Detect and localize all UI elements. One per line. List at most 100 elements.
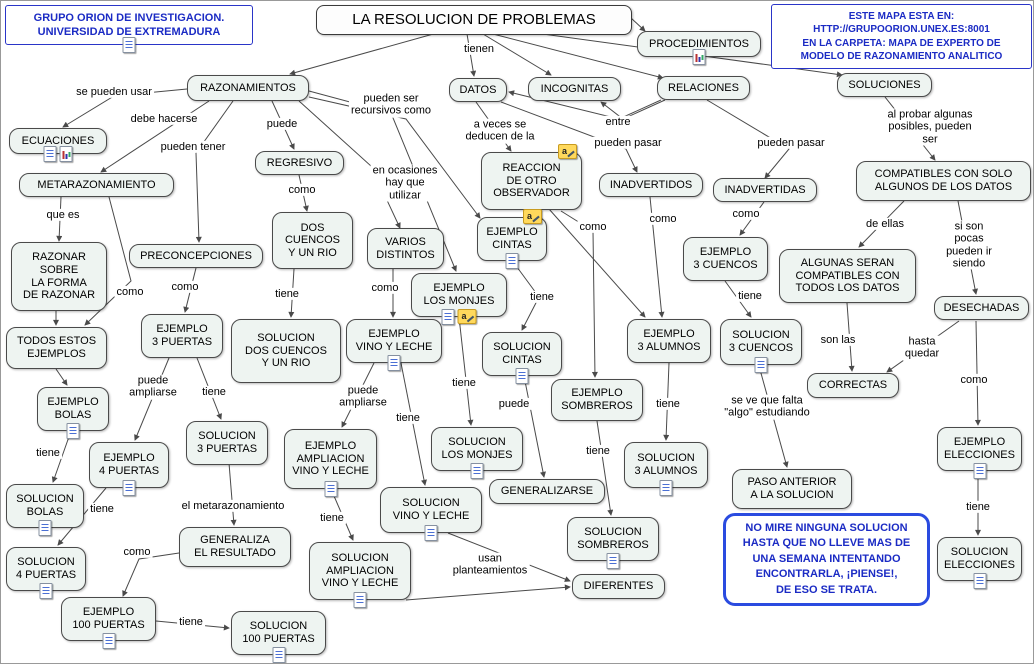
document-resource-icon[interactable] (754, 357, 768, 373)
node-algunas-seran[interactable]: ALGUNAS SERAN COMPATIBLES CON TODOS LOS … (779, 249, 916, 303)
node-ecuaciones[interactable]: ECUACIONES (9, 128, 107, 162)
document-resource-icon[interactable] (66, 423, 80, 439)
node-varios-distintos[interactable]: VARIOS DISTINTOS (367, 228, 444, 269)
annotation-icon[interactable] (558, 144, 577, 159)
edge-line (630, 17, 646, 32)
node-solucion-bolas[interactable]: SOLUCION BOLAS (6, 484, 84, 536)
node-ejemplo-cintas-label: EJEMPLO CINTAS (486, 226, 538, 251)
node-solucion-100-puertas[interactable]: SOLUCION 100 PUERTAS (231, 611, 326, 663)
node-datos[interactable]: DATOS (449, 78, 507, 102)
annotation-icon[interactable] (457, 309, 477, 324)
chart-resource-icon[interactable] (59, 146, 73, 162)
node-solucion-monjes[interactable]: SOLUCION LOS MONJES (431, 427, 523, 479)
node-desechadas[interactable]: DESECHADAS (934, 296, 1029, 320)
badge-group (558, 144, 577, 159)
document-resource-icon[interactable] (39, 583, 53, 599)
node-correctas[interactable]: CORRECTAS (807, 373, 899, 398)
node-incognitas[interactable]: INCOGNITAS (528, 77, 621, 101)
chart-resource-icon[interactable] (692, 49, 706, 65)
node-dos-cuencos[interactable]: DOS CUENCOS Y UN RIO (272, 212, 353, 269)
edge-line (100, 100, 210, 173)
node-solucion-3-alumnos[interactable]: SOLUCION 3 ALUMNOS (624, 442, 708, 496)
document-resource-icon[interactable] (424, 525, 438, 541)
node-title[interactable]: LA RESOLUCION DE PROBLEMAS (316, 5, 632, 35)
node-metarazonamiento-label: METARAZONAMIENTO (37, 178, 156, 191)
node-solucion-cintas[interactable]: SOLUCION CINTAS (482, 332, 562, 384)
annotation-icon[interactable] (523, 209, 542, 224)
node-ejemplo-3-cuencos[interactable]: EJEMPLO 3 CUENCOS (683, 237, 768, 281)
document-resource-icon[interactable] (272, 647, 285, 663)
node-relaciones-label: RELACIONES (668, 81, 739, 94)
node-paso-anterior-label: PASO ANTERIOR A LA SOLUCION (747, 476, 837, 501)
node-title-label: LA RESOLUCION DE PROBLEMAS (352, 11, 596, 29)
node-ejemplo-3-puertas[interactable]: EJEMPLO 3 PUERTAS (141, 314, 223, 358)
badge-group (973, 463, 986, 479)
document-resource-icon[interactable] (973, 463, 986, 479)
edge-line (974, 320, 981, 426)
node-ejemplo-elecciones[interactable]: EJEMPLO ELECCIONES (937, 427, 1022, 479)
badge-group (523, 209, 542, 224)
node-soluciones[interactable]: SOLUCIONES (837, 73, 932, 97)
link-phrase: se ve que falta "algo" estudiando (722, 394, 812, 420)
node-solucion-ampliacion-vino[interactable]: SOLUCION AMPLIACION VINO Y LECHE (309, 542, 411, 608)
node-ejemplo-ampliacion-vino[interactable]: EJEMPLO AMPLIACION VINO Y LECHE (284, 429, 377, 497)
node-solucion-sombreros[interactable]: SOLUCION SOMBREROS (567, 517, 659, 569)
node-solucion-3-cuencos-label: SOLUCION 3 CUENCOS (728, 329, 794, 354)
node-ejemplo-monjes[interactable]: EJEMPLO LOS MONJES (411, 273, 507, 325)
node-generaliza-resultado[interactable]: GENERALIZA EL RESULTADO (179, 527, 291, 567)
node-razonamientos[interactable]: RAZONAMIENTOS (187, 75, 309, 101)
node-metarazonamiento[interactable]: METARAZONAMIENTO (19, 173, 174, 197)
node-razonar-sobre[interactable]: RAZONAR SOBRE LA FORMA DE RAZONAR (11, 242, 107, 311)
node-solucion-4-puertas[interactable]: SOLUCION 4 PUERTAS (6, 547, 86, 599)
node-diferentes[interactable]: DIFERENTES (572, 574, 665, 599)
document-resource-icon[interactable] (122, 37, 136, 53)
node-ejemplo-cintas[interactable]: EJEMPLO CINTAS (477, 209, 547, 269)
node-ejemplo-monjes-label: EJEMPLO LOS MONJES (423, 282, 495, 307)
node-solucion-elecciones[interactable]: SOLUCION ELECCIONES (937, 537, 1022, 589)
document-resource-icon[interactable] (43, 146, 57, 162)
note-box: NO MIRE NINGUNA SOLUCION HASTA QUE NO LL… (723, 513, 930, 606)
node-ejemplo-100-puertas[interactable]: EJEMPLO 100 PUERTAS (61, 597, 156, 649)
document-resource-icon[interactable] (470, 463, 484, 479)
document-resource-icon[interactable] (387, 355, 401, 371)
node-procedimientos[interactable]: PROCEDIMIENTOS (637, 31, 761, 65)
node-regresivo[interactable]: REGRESIVO (255, 151, 344, 175)
node-procedimientos-label: PROCEDIMIENTOS (648, 37, 750, 50)
node-paso-anterior[interactable]: PASO ANTERIOR A LA SOLUCION (732, 469, 852, 509)
edge-line (289, 30, 445, 76)
node-generalizarse[interactable]: GENERALIZARSE (489, 479, 605, 504)
document-resource-icon[interactable] (441, 309, 455, 325)
node-preconcepciones[interactable]: PRECONCEPCIONES (129, 244, 263, 268)
document-resource-icon[interactable] (515, 368, 529, 384)
node-ejemplo-bolas[interactable]: EJEMPLO BOLAS (37, 387, 109, 439)
node-inadvertidos[interactable]: INADVERTIDOS (599, 173, 703, 197)
document-resource-icon[interactable] (324, 481, 337, 497)
node-todos-ejemplos[interactable]: TODOS ESTOS EJEMPLOS (6, 327, 107, 369)
document-resource-icon[interactable] (659, 480, 673, 496)
node-ejemplo-4-puertas[interactable]: EJEMPLO 4 PUERTAS (89, 442, 169, 496)
node-inadvertidas[interactable]: INADVERTIDAS (713, 178, 817, 202)
document-resource-icon[interactable] (973, 573, 986, 589)
document-resource-icon[interactable] (505, 253, 519, 269)
node-ejemplo-vino-leche[interactable]: EJEMPLO VINO Y LECHE (346, 319, 442, 371)
node-incognitas-label: INCOGNITAS (540, 82, 609, 95)
link-phrase: como (114, 285, 146, 299)
document-resource-icon[interactable] (122, 480, 136, 496)
node-correctas-label: CORRECTAS (818, 379, 888, 392)
link-phrase: tiene (273, 287, 301, 301)
document-resource-icon[interactable] (606, 553, 620, 569)
node-ejemplo-3-alumnos[interactable]: EJEMPLO 3 ALUMNOS (627, 319, 711, 363)
node-solucion-vino-leche[interactable]: SOLUCION VINO Y LECHE (380, 487, 482, 541)
link-phrase: hasta quedar (902, 335, 942, 361)
node-solucion-3-cuencos[interactable]: SOLUCION 3 CUENCOS (720, 319, 802, 373)
document-resource-icon[interactable] (38, 520, 52, 536)
document-resource-icon[interactable] (102, 633, 115, 649)
link-phrase: usan planteamientos (450, 552, 530, 578)
document-resource-icon[interactable] (353, 592, 367, 608)
node-compatibles-algunos[interactable]: COMPATIBLES CON SOLO ALGUNOS DE LOS DATO… (856, 161, 1031, 201)
node-relaciones[interactable]: RELACIONES (657, 76, 750, 100)
node-solucion-3-puertas[interactable]: SOLUCION 3 PUERTAS (186, 421, 268, 465)
node-reaccion-observador[interactable]: REACCION DE OTRO OBSERVADOR (481, 144, 582, 210)
node-solucion-dos-cuencos[interactable]: SOLUCION DOS CUENCOS Y UN RIO (231, 319, 341, 383)
node-ejemplo-sombreros[interactable]: EJEMPLO SOMBREROS (551, 379, 643, 421)
